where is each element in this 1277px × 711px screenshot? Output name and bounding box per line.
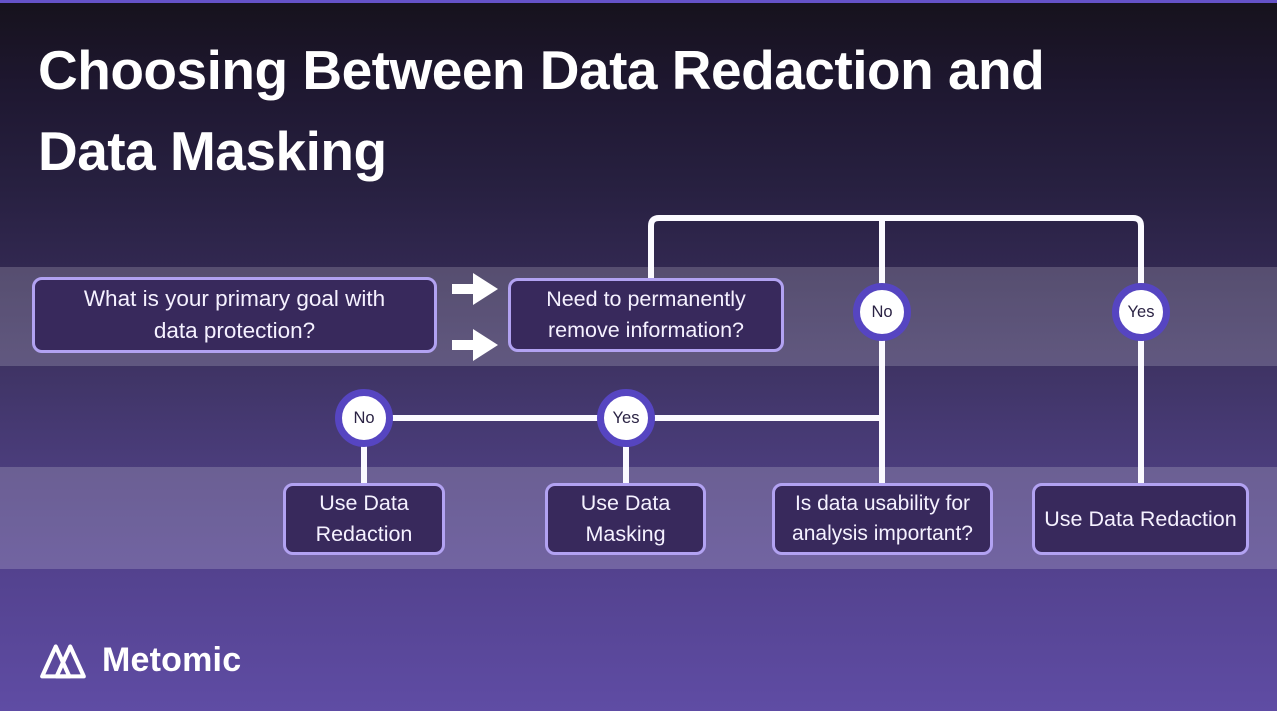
branch-circle-yes-top: Yes	[1112, 283, 1170, 341]
branch-circle-yes-mid: Yes	[597, 389, 655, 447]
node-question-data-usability: Is data usability for analysis important…	[772, 483, 993, 555]
arrow-right-icon	[452, 273, 498, 305]
metomic-logo-icon	[40, 643, 86, 678]
node-question-permanent-removal: Need to permanently remove information?	[508, 278, 784, 352]
node-label: Need to permanently remove information?	[546, 287, 746, 342]
node-label: Use Data Masking	[580, 491, 671, 546]
node-label: What is your primary goal with data prot…	[83, 286, 386, 343]
bracket-connector	[648, 215, 1144, 485]
node-result-use-data-redaction-left: Use Data Redaction	[283, 483, 445, 555]
node-label: Use Data Redaction	[315, 491, 413, 546]
node-label: Is data usability for analysis important…	[792, 492, 973, 545]
top-accent-line	[0, 0, 1277, 3]
node-question-primary-goal: What is your primary goal with data prot…	[32, 277, 437, 353]
branch-circle-no-top: No	[853, 283, 911, 341]
brand-name: Metomic	[102, 641, 242, 679]
brand-logo: Metomic	[38, 641, 241, 680]
branch-label: Yes	[1127, 302, 1155, 321]
node-result-use-data-redaction-right: Use Data Redaction	[1032, 483, 1249, 555]
node-label: Use Data Redaction	[1044, 506, 1237, 531]
node-result-use-data-masking: Use Data Masking	[545, 483, 706, 555]
arrow-right-icon	[452, 329, 498, 361]
branch-label: Yes	[612, 408, 640, 427]
branch-label: No	[871, 302, 893, 321]
branch-circle-no-mid: No	[335, 389, 393, 447]
branch-label: No	[353, 408, 375, 427]
page-title: Choosing Between Data Redaction and Data…	[38, 39, 1045, 182]
